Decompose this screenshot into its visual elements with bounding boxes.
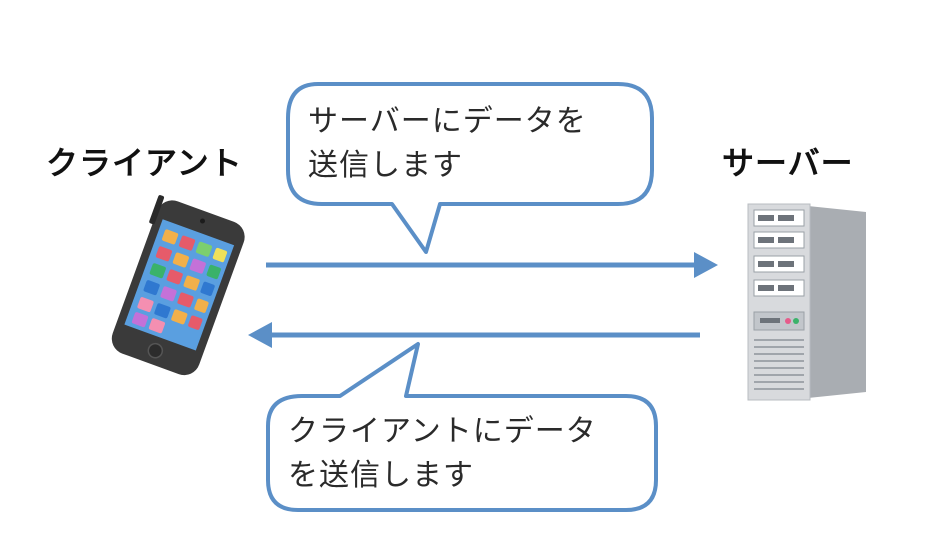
bubble-to-client: [266, 342, 658, 512]
server-tower-icon: [747, 203, 866, 401]
bubble-to-client-text: クライアントにデータ を送信します: [288, 410, 597, 498]
bubble-to-client-line1: クライアントにデータ: [288, 414, 597, 449]
arrow-to-client: [248, 322, 700, 348]
bubble-to-client-line2: を送信します: [288, 458, 474, 493]
bubble-to-server: [286, 82, 654, 254]
arrow-to-server: [266, 252, 718, 278]
client-label: クライアント: [46, 144, 243, 182]
bubble-to-server-text: サーバーにデータを 送信します: [308, 100, 587, 188]
server-label: サーバー: [722, 144, 854, 182]
bubble-to-server-line2: 送信します: [308, 148, 463, 183]
smartphone-icon: [111, 195, 245, 376]
bubble-to-server-line1: サーバーにデータを: [308, 104, 587, 139]
